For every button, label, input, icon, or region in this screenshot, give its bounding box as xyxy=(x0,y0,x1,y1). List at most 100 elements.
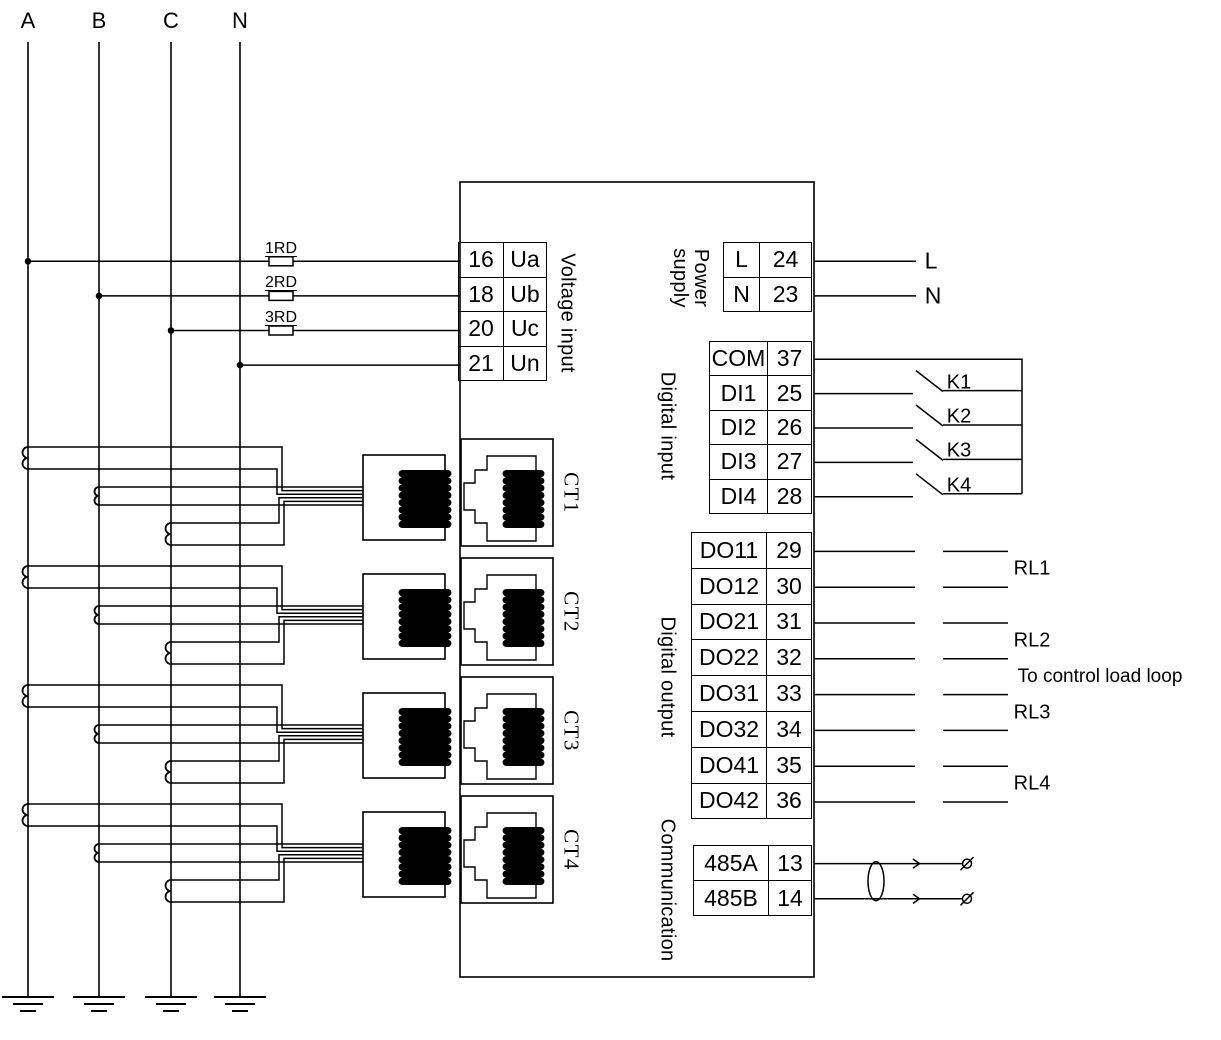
terminal-name: DO41 xyxy=(691,746,767,784)
phase-label-a: A xyxy=(20,8,36,33)
relay-label-rl4: RL4 xyxy=(1013,772,1051,795)
ground-icon xyxy=(213,996,267,1012)
terminal-number: 20 xyxy=(458,311,504,347)
terminal-number: 34 xyxy=(766,710,812,748)
terminal-name: L xyxy=(723,242,760,278)
ct4-label: CT4 xyxy=(559,829,584,871)
terminal-number: 26 xyxy=(767,409,812,446)
terminal-name: Ua xyxy=(503,242,547,278)
line-wire-label: L xyxy=(924,247,938,274)
fuse-icon xyxy=(268,290,294,302)
digital-input-wires xyxy=(814,358,1023,498)
digital-input-group-label: Digital input xyxy=(656,371,679,481)
terminal-name: DI1 xyxy=(709,375,768,411)
terminal-number: 14 xyxy=(768,880,812,917)
power-supply-group-label: Power supply xyxy=(669,248,712,308)
terminal-name: DO22 xyxy=(691,639,767,677)
terminal-number: 35 xyxy=(766,746,812,784)
junction-dots xyxy=(24,258,244,369)
switch-k4 xyxy=(814,473,1022,498)
switch-label-k2: K2 xyxy=(946,405,972,428)
terminal-name: DO21 xyxy=(691,603,767,641)
phase-label-c: C xyxy=(163,8,179,33)
digital-output-wires xyxy=(814,550,1008,803)
switch-label-k3: K3 xyxy=(946,439,972,462)
ground-icon xyxy=(1,996,55,1012)
ct2-label: CT2 xyxy=(559,591,584,633)
ct3-label: CT3 xyxy=(559,710,584,752)
terminal-name: DO31 xyxy=(691,675,767,712)
terminal-name: DI3 xyxy=(709,444,768,480)
terminal-number: 32 xyxy=(766,639,812,677)
phase-lines xyxy=(27,42,241,997)
switch-label-k1: K1 xyxy=(946,371,972,394)
relay-label-rl2: RL2 xyxy=(1013,629,1051,652)
terminal-number: 13 xyxy=(768,844,812,882)
voltage-input-group-label: Voltage input xyxy=(556,253,579,373)
terminal-number: 18 xyxy=(458,276,504,313)
terminal-name: Uc xyxy=(503,311,547,347)
shield-ellipse-icon xyxy=(867,860,885,902)
fuse-label: 3RD xyxy=(265,308,298,326)
terminal-number: 30 xyxy=(766,567,812,605)
screw-terminal-icon xyxy=(959,856,975,871)
ground-icon xyxy=(72,996,126,1012)
terminal-name: DO11 xyxy=(691,532,767,569)
terminal-name: Ub xyxy=(503,276,547,313)
terminal-number: 33 xyxy=(766,675,812,712)
fuse-icon xyxy=(268,256,294,267)
terminal-name: DO32 xyxy=(691,710,767,748)
phase-label-b: B xyxy=(91,8,107,33)
relay-label-rl1: RL1 xyxy=(1013,557,1051,580)
fuse-icon xyxy=(268,325,294,336)
terminal-number: 31 xyxy=(766,603,812,641)
ct-group-2 xyxy=(21,557,554,666)
terminal-name: DI4 xyxy=(709,478,768,514)
terminal-number: 25 xyxy=(767,375,812,411)
digital-output-group-label: Digital output xyxy=(656,616,679,738)
terminal-name: DO12 xyxy=(691,567,767,605)
terminal-name: 485A xyxy=(693,844,769,882)
com-bus xyxy=(814,358,1023,494)
terminal-number: 24 xyxy=(759,242,812,278)
neutral-wire-label: N xyxy=(924,282,942,309)
communication-wires xyxy=(814,856,975,906)
ct-group-1 xyxy=(21,438,554,547)
terminal-name: DO42 xyxy=(691,782,767,820)
communication-group-label: Communication xyxy=(656,818,679,962)
ct-group-4 xyxy=(21,795,554,904)
terminal-name: COM xyxy=(709,340,768,377)
terminal-number: 29 xyxy=(766,532,812,569)
screw-terminal-icon xyxy=(959,891,975,906)
fuse-bodies xyxy=(268,256,294,336)
terminal-number: 23 xyxy=(759,276,812,313)
device-outline xyxy=(459,181,815,978)
terminal-name: DI2 xyxy=(709,409,768,446)
chevron-icon xyxy=(912,858,921,869)
switch-k2 xyxy=(814,404,1022,429)
terminal-name: Un xyxy=(503,345,547,382)
terminal-name: 485B xyxy=(693,880,769,917)
switch-label-k4: K4 xyxy=(946,474,972,497)
power-supply-wires xyxy=(814,260,916,297)
fuse-label: 2RD xyxy=(265,274,298,292)
load-loop-note: To control load loop xyxy=(1017,665,1183,687)
terminal-number: 21 xyxy=(458,345,504,382)
switch-k3 xyxy=(814,438,1022,464)
ct-group-3 xyxy=(21,676,554,785)
voltage-wires xyxy=(28,260,460,366)
terminal-number: 16 xyxy=(458,242,504,278)
ground-icon xyxy=(144,996,198,1012)
terminal-number: 36 xyxy=(766,782,812,820)
terminal-number: 27 xyxy=(767,444,812,480)
ground-symbols xyxy=(1,996,267,1012)
terminal-number: 28 xyxy=(767,478,812,514)
relay-label-rl3: RL3 xyxy=(1013,701,1051,723)
